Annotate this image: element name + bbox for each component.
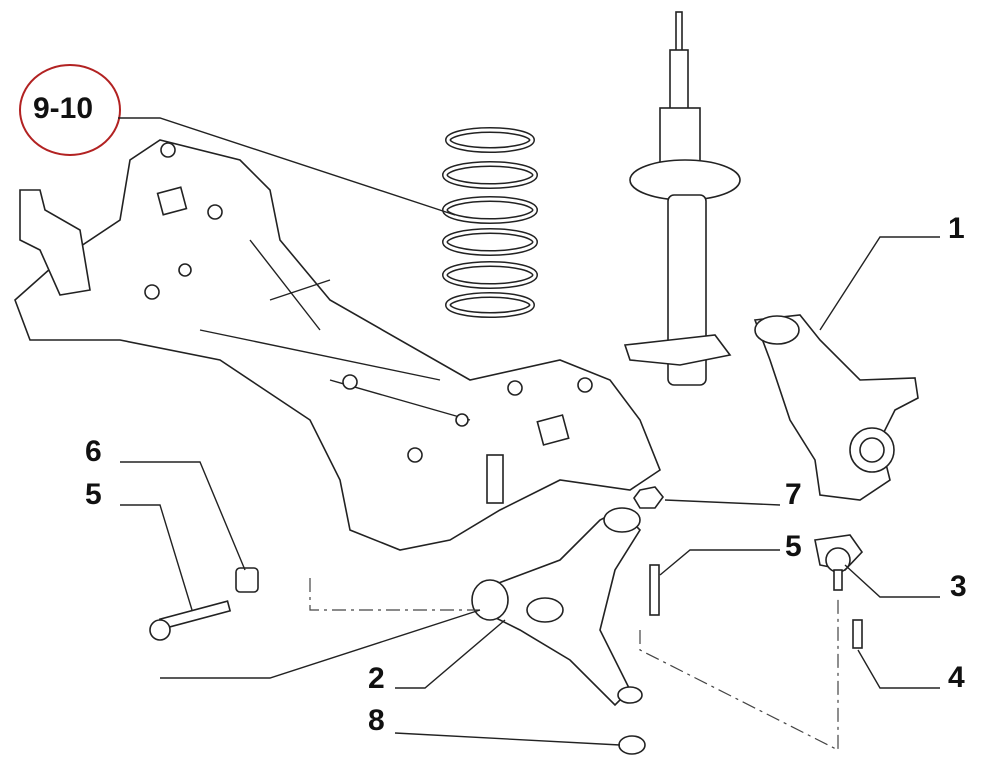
callout-9-10: 9-10 bbox=[33, 92, 94, 125]
bolt-5-right-part bbox=[649, 564, 660, 616]
nut-6-part bbox=[235, 567, 259, 593]
nut-7-part bbox=[633, 486, 665, 509]
control-arm-part bbox=[471, 507, 643, 707]
ball-joint-part bbox=[814, 534, 864, 591]
callout-7: 7 bbox=[785, 478, 802, 511]
shock-absorber-part bbox=[623, 11, 741, 386]
callout-6: 6 bbox=[85, 435, 102, 468]
callout-5-right: 5 bbox=[785, 530, 802, 563]
nut-8-part bbox=[618, 735, 646, 755]
callout-5-left: 5 bbox=[85, 478, 102, 511]
callout-8: 8 bbox=[368, 704, 385, 737]
steering-knuckle-part bbox=[753, 314, 919, 501]
highlight-ring bbox=[19, 64, 121, 156]
callout-2: 2 bbox=[368, 662, 385, 695]
subframe-part bbox=[14, 139, 661, 551]
callout-1: 1 bbox=[948, 212, 965, 245]
bolt-4-part bbox=[852, 619, 863, 649]
bolt-5-left-part bbox=[149, 600, 232, 641]
callout-3: 3 bbox=[950, 570, 967, 603]
callout-4: 4 bbox=[948, 661, 965, 694]
